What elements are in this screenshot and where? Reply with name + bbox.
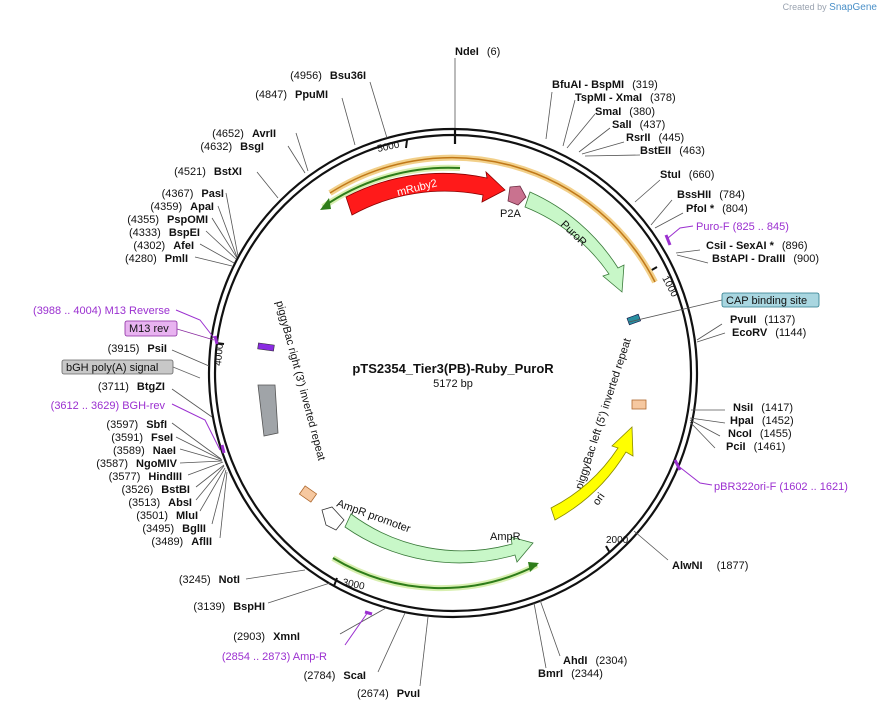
- site-bstxi: (4521)BstXI: [174, 166, 242, 178]
- credit-prefix: Created by: [782, 2, 827, 12]
- svg-text:piggyBac right (3') inverted r: piggyBac right (3') inverted repeat: [273, 300, 327, 462]
- feature-p2a: P2A: [500, 185, 527, 220]
- site-pvui: (2674)PvuI: [357, 688, 420, 700]
- site-avrii: (4652)AvrII: [212, 128, 276, 140]
- backbone-outer: [207, 127, 699, 619]
- feature-piggybac-right: piggyBac right (3') inverted repeat: [257, 300, 327, 503]
- site-mlui: (3501)MluI: [136, 510, 198, 522]
- site-bsgi: (4632)BsgI: [200, 141, 264, 153]
- site-fsei: (3591)FseI: [111, 432, 173, 444]
- plasmid-name: pTS2354_Tier3(PB)-Ruby_PuroR: [352, 361, 554, 376]
- site-bstbi: (3526)BstBI: [121, 484, 190, 496]
- site-naei: (3589)NaeI: [113, 445, 176, 457]
- site-bsteii: BstEII(463): [640, 145, 705, 157]
- svg-text:CAP binding site: CAP binding site: [726, 295, 807, 307]
- site-apai: (4359)ApaI: [150, 201, 214, 213]
- box-m13-rev: M13 rev: [124, 320, 215, 341]
- site-ngomiv: (3587)NgoMIV: [96, 458, 177, 470]
- primer-amp-r: (2854 .. 2873) Amp-R: [222, 651, 327, 663]
- svg-text:bGH poly(A) signal: bGH poly(A) signal: [66, 362, 158, 374]
- credit-brand: SnapGene: [829, 2, 877, 13]
- site-bsu36i: (4956)Bsu36I: [290, 70, 366, 82]
- site-sali: SalI(437): [612, 119, 665, 131]
- site-afei: (4302)AfeI: [133, 240, 194, 252]
- site-alwni: AlwNI(1877): [672, 560, 748, 572]
- svg-text:3000: 3000: [341, 577, 365, 592]
- site-tspmi-xmai: TspMI - XmaI(378): [575, 92, 676, 104]
- backbone-inner: [213, 133, 693, 613]
- site-ndei: NdeI(6): [455, 46, 500, 58]
- site-pfoi: PfoI *(804): [686, 203, 748, 215]
- svg-text:M13 rev: M13 rev: [129, 323, 169, 335]
- site-absi: (3513)AbsI: [128, 497, 192, 509]
- site-ecorv: EcoRV(1144): [732, 327, 806, 339]
- feature-puror: PuroR: [524, 191, 625, 293]
- site-hindiii: (3577)HindIII: [109, 471, 182, 483]
- site-pvuii: PvuII(1137): [730, 314, 795, 326]
- site-ncoi: NcoI(1455): [728, 428, 792, 440]
- site-psii: (3915)PsiI: [108, 343, 167, 355]
- site-stui: StuI(660): [660, 169, 714, 181]
- site-bglii: (3495)BglII: [142, 523, 206, 535]
- site-xmni: (2903)XmnI: [233, 631, 300, 643]
- site-smai: SmaI(380): [595, 106, 655, 118]
- site-scai: (2784)ScaI: [304, 670, 366, 682]
- plasmid-size: 5172 bp: [433, 378, 473, 390]
- svg-text:AmpR: AmpR: [490, 531, 521, 543]
- primer-marks: [213, 234, 682, 616]
- site-bsphi: (3139)BspHI: [193, 601, 265, 613]
- svg-text:P2A: P2A: [500, 208, 521, 220]
- box-bgh-polya: bGH poly(A) signal: [61, 359, 201, 379]
- site-nsii: NsiI(1417): [733, 402, 793, 414]
- site-pasi: (4367)PasI: [162, 188, 224, 200]
- site-bsshii: BssHII(784): [677, 189, 745, 201]
- site-leaders-right: [454, 58, 726, 669]
- feature-ori: ori: [550, 426, 634, 521]
- site-sbfi: (3597)SbfI: [106, 419, 167, 431]
- svg-text:4000: 4000: [213, 343, 226, 367]
- site-leaders-left: [171, 81, 429, 687]
- tick-3000: 3000: [333, 577, 366, 593]
- primer-bgh-rev: (3612 .. 3629) BGH-rev: [51, 400, 166, 412]
- site-rsrii: RsrII(445): [626, 132, 684, 144]
- site-bmri: BmrI(2344): [538, 668, 603, 680]
- site-pspomi: (4355)PspOMI: [127, 214, 208, 226]
- tick-2000: 2000: [605, 535, 629, 554]
- site-pcii: PciI(1461): [726, 441, 785, 453]
- svg-text:2000: 2000: [606, 535, 629, 546]
- svg-text:5000: 5000: [376, 139, 400, 154]
- feature-ampr: AmpR: [344, 513, 534, 564]
- site-csii-sexai: CsiI - SexAI *(896): [706, 240, 808, 252]
- site-bspei: (4333)BspEI: [129, 227, 200, 239]
- orf-arcs: [320, 154, 658, 592]
- feature-mruby2: mRuby2: [345, 170, 506, 216]
- snapgene-credit: Created by SnapGene: [783, 2, 877, 13]
- primer-pbr322ori-f: pBR322ori-F (1602 .. 1621): [714, 481, 848, 493]
- svg-text:ori: ori: [591, 491, 608, 508]
- site-btgzi: (3711)BtgZI: [98, 381, 165, 393]
- primer-m13-reverse: (3988 .. 4004) M13 Reverse: [33, 305, 170, 317]
- site-noti: (3245)NotI: [179, 574, 240, 586]
- site-ahdi: AhdI(2304): [563, 655, 627, 667]
- site-bfuai-bspmi: BfuAI - BspMI(319): [552, 79, 658, 91]
- primer-puro-f: Puro-F (825 .. 845): [696, 221, 789, 233]
- site-ppumi: (4847)PpuMI: [255, 89, 328, 101]
- primer-leaders: [171, 225, 713, 646]
- site-pmli: (4280)PmlI: [125, 253, 188, 265]
- site-bstapi-draiii: BstAPI - DraIII(900): [712, 253, 819, 265]
- tick-5000: 5000: [376, 139, 408, 155]
- tick-4000: 4000: [213, 342, 226, 367]
- box-cap-binding-site: CAP binding site: [721, 292, 820, 308]
- site-hpai: HpaI(1452): [730, 415, 794, 427]
- site-aflii: (3489)AflII: [151, 536, 212, 548]
